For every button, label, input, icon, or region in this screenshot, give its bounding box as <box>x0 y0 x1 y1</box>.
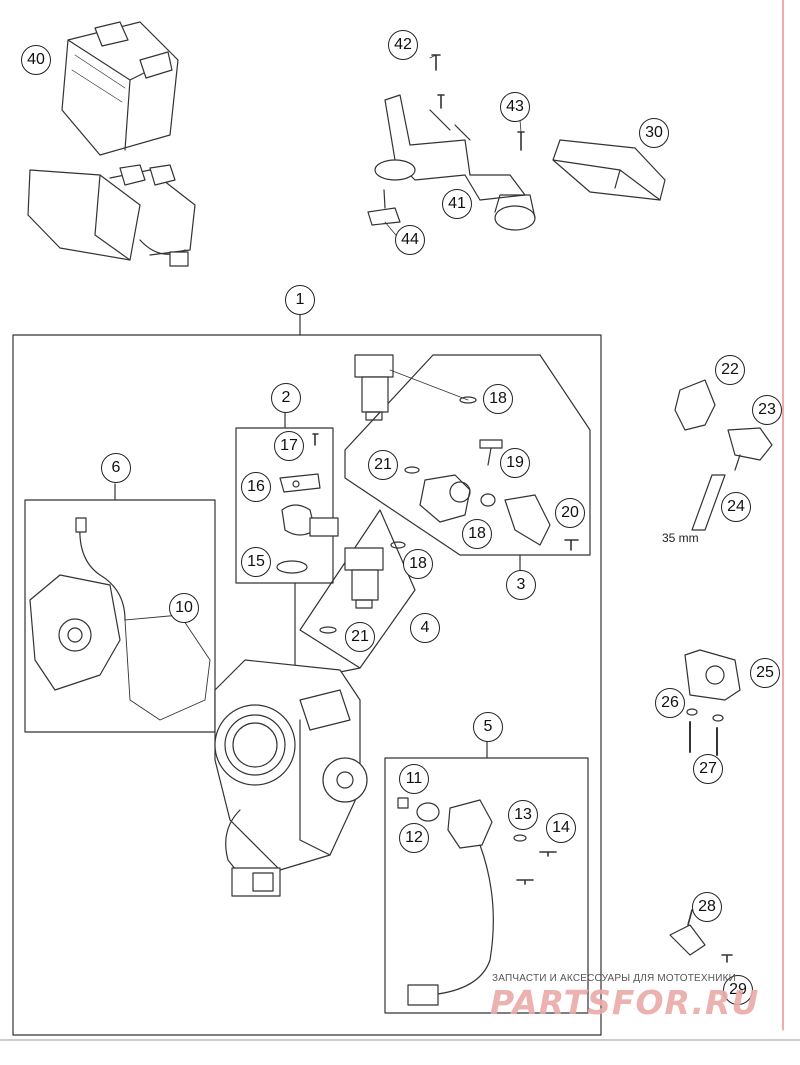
callout-13[interactable]: 13 <box>508 800 538 830</box>
callout-10[interactable]: 10 <box>169 593 199 623</box>
injector-holder <box>404 439 579 551</box>
speed-sensor <box>397 797 557 1006</box>
callout-28[interactable]: 28 <box>692 892 722 922</box>
callout-12[interactable]: 12 <box>399 823 429 853</box>
sensor-group-22-24 <box>674 379 773 531</box>
callout-42[interactable]: 42 <box>388 30 418 60</box>
callout-23[interactable]: 23 <box>752 395 782 425</box>
callout-21-upper[interactable]: 21 <box>368 450 398 480</box>
mounting-bracket <box>367 54 536 231</box>
callout-17[interactable]: 17 <box>274 431 304 461</box>
callout-16[interactable]: 16 <box>241 472 271 502</box>
callout-1[interactable]: 1 <box>285 285 315 315</box>
bracket-group-25-27 <box>684 649 741 756</box>
watermark-tagline: ЗАПЧАСТИ И АКСЕССУАРЫ ДЛЯ МОТОТЕХНИКИ <box>492 973 737 984</box>
assembly-frame-6 <box>24 499 216 733</box>
callout-14[interactable]: 14 <box>546 813 576 843</box>
callout-11[interactable]: 11 <box>399 764 429 794</box>
ecu-module <box>61 21 179 156</box>
callout-4[interactable]: 4 <box>410 613 440 643</box>
callout-24[interactable]: 24 <box>721 492 751 522</box>
valve-group-28-29 <box>669 909 733 963</box>
callout-18-upper[interactable]: 18 <box>483 384 513 414</box>
callout-3[interactable]: 3 <box>506 570 536 600</box>
callout-18-middle[interactable]: 18 <box>462 519 492 549</box>
callout-20[interactable]: 20 <box>555 498 585 528</box>
throttle-cover <box>29 517 211 721</box>
callout-6[interactable]: 6 <box>101 453 131 483</box>
callout-29[interactable]: 29 <box>723 975 753 1005</box>
callout-40[interactable]: 40 <box>21 45 51 75</box>
callout-15[interactable]: 15 <box>241 547 271 577</box>
callout-43[interactable]: 43 <box>500 92 530 122</box>
control-module-30 <box>552 139 666 201</box>
assembly-frame-3 <box>344 354 591 556</box>
callout-21-lower[interactable]: 21 <box>345 622 375 652</box>
fuel-injector-lower <box>319 541 406 634</box>
fuel-injector-upper <box>354 354 477 421</box>
callout-22[interactable]: 22 <box>715 355 745 385</box>
callout-25[interactable]: 25 <box>750 658 780 688</box>
callout-26[interactable]: 26 <box>655 688 685 718</box>
callout-5[interactable]: 5 <box>473 712 503 742</box>
callout-44[interactable]: 44 <box>395 225 425 255</box>
assembly-frame-1 <box>12 334 602 1036</box>
throttle-body <box>214 659 368 897</box>
callout-27[interactable]: 27 <box>693 754 723 784</box>
throttle-position-sensor <box>276 433 339 574</box>
callout-18-lower[interactable]: 18 <box>403 549 433 579</box>
callout-41[interactable]: 41 <box>442 189 472 219</box>
callout-30[interactable]: 30 <box>639 118 669 148</box>
dimension-label: 35 mm <box>662 531 699 545</box>
callout-2[interactable]: 2 <box>271 383 301 413</box>
ecu-bracket <box>27 164 196 267</box>
callout-19[interactable]: 19 <box>500 448 530 478</box>
watermark-logo: PARTSFOR.RU <box>490 983 760 1022</box>
